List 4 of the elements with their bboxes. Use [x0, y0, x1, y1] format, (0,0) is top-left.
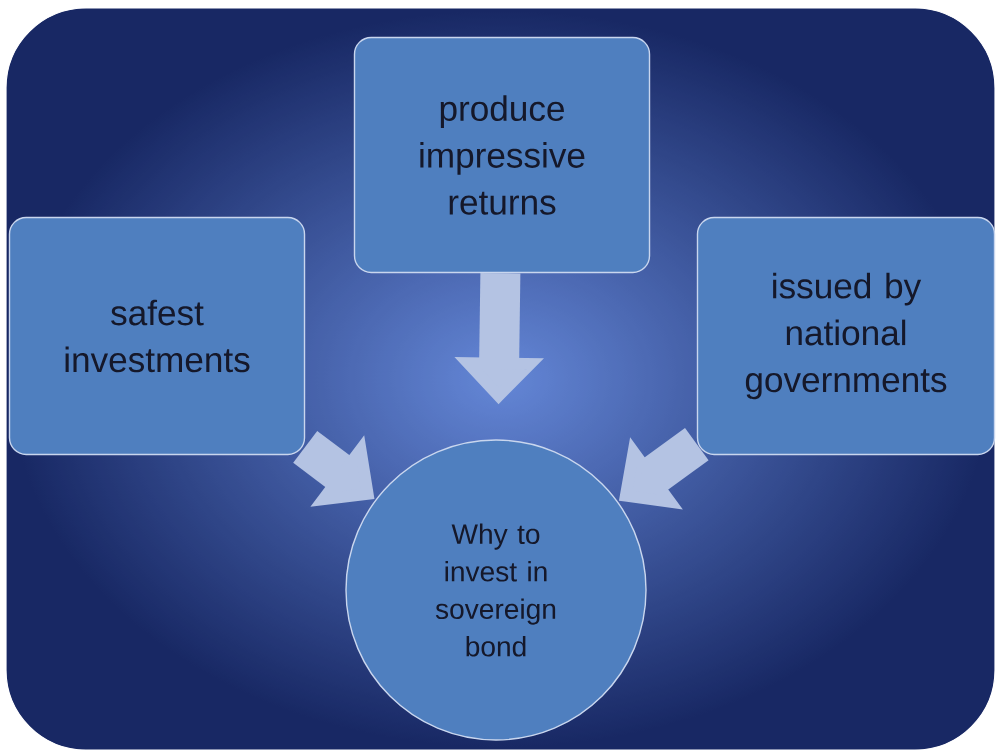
process-box: issued by national governments — [696, 216, 996, 456]
process-box: safest investments — [8, 216, 306, 456]
process-box: produce impressive returns — [353, 36, 651, 274]
circle-node: Why to invest in sovereign bond — [345, 439, 647, 741]
